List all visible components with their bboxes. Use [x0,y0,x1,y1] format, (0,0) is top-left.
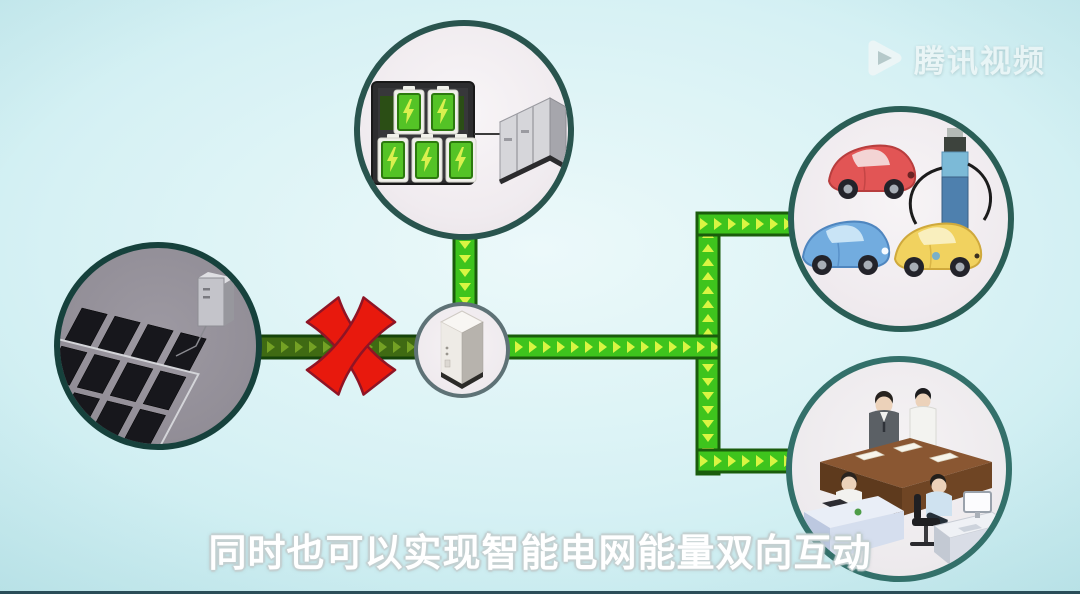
grid-cabinet-icon [439,310,485,389]
brand-text: 腾讯视频 [914,43,1046,79]
node-storage [354,20,574,240]
red-x-icon [305,296,397,396]
red-car-icon [827,144,917,199]
play-badge-icon [868,40,902,76]
battery-bank-icon [371,81,568,185]
electric-cars-charging-icon [801,128,993,277]
yellow-car-icon [893,222,983,277]
converter-cabinets-icon [498,97,568,185]
subtitle-text: 同时也可以实现智能电网能量双向互动 [208,533,872,575]
pipe-hub-to-trunk [496,334,721,360]
node-vehicles [788,106,1014,332]
person-shirt-icon [909,388,937,447]
brand-watermark: 腾讯视频 [856,32,1046,84]
inverter-box-icon [175,272,234,357]
blue-car-icon [801,220,891,275]
node-hub [414,302,510,398]
pipe-to-vehicles [695,211,804,237]
person-suit-icon [869,391,899,450]
node-solar [54,242,262,450]
solar-array-icon [60,272,234,444]
pipe-storage-to-hub [452,236,478,312]
